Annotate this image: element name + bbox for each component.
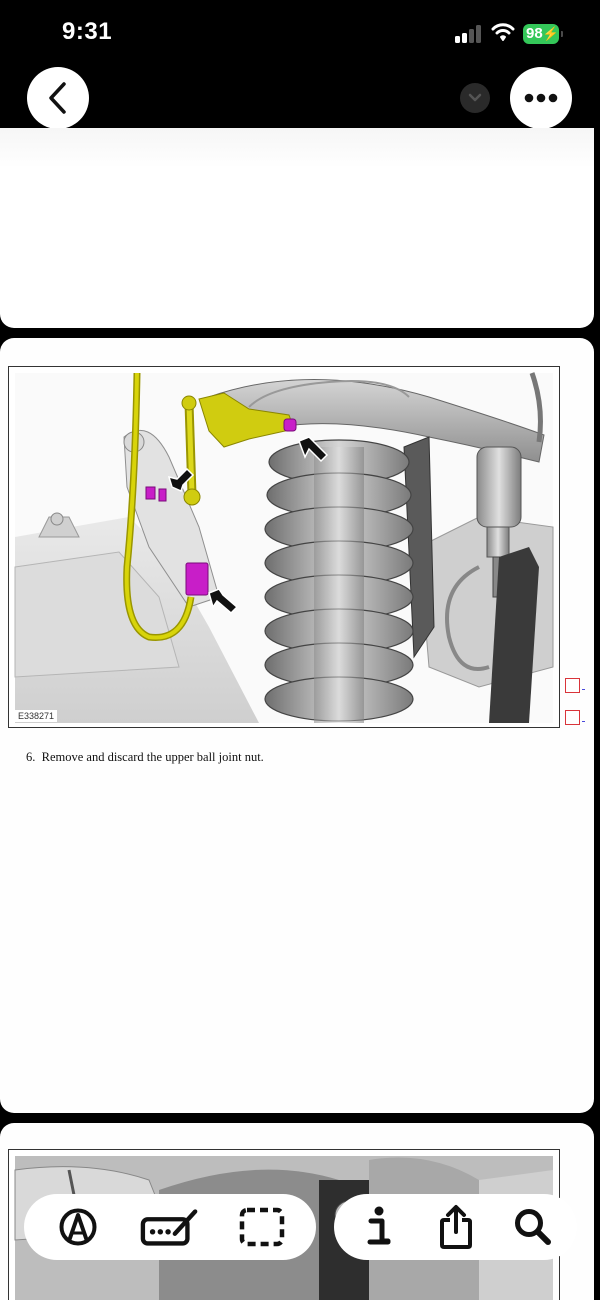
step-checkbox-2[interactable] [565, 710, 585, 725]
ellipsis-icon [524, 93, 558, 103]
select-area-button[interactable] [232, 1199, 292, 1255]
status-time: 9:31 [62, 18, 113, 45]
chevron-down-icon [468, 93, 482, 102]
markup-button[interactable] [48, 1199, 108, 1255]
suspension-illustration: E338271 [8, 366, 560, 728]
battery-percent: 98 [526, 25, 543, 42]
collapse-toolbar-button[interactable] [460, 83, 490, 113]
more-options-button[interactable] [510, 67, 572, 129]
dashed-selection-icon [239, 1207, 285, 1247]
share-button[interactable] [426, 1199, 486, 1255]
info-icon [367, 1206, 390, 1245]
cellular-signal-icon [455, 25, 483, 43]
step-number: 6. [26, 750, 36, 764]
search-button[interactable] [503, 1199, 563, 1255]
document-page-2[interactable]: E338271 6. Remove and discard the upper … [0, 338, 594, 1113]
pen-markup-icon [59, 1208, 97, 1246]
search-icon [514, 1209, 551, 1245]
step-checkbox-1[interactable] [565, 678, 585, 693]
document-page-1[interactable] [0, 128, 594, 328]
step-instruction: 6. Remove and discard the upper ball joi… [26, 750, 264, 765]
signature-icon [140, 1209, 198, 1246]
toolbar-right-group [334, 1194, 577, 1260]
step-text: Remove and discard the upper ball joint … [41, 750, 264, 764]
wifi-icon [491, 22, 515, 42]
chevron-left-icon [49, 82, 66, 114]
battery-charging-icon: 98⚡ [523, 24, 563, 44]
info-button[interactable] [349, 1199, 409, 1255]
toolbar-left-group [24, 1194, 316, 1260]
signature-button[interactable] [140, 1199, 200, 1255]
share-icon [439, 1205, 472, 1249]
status-bar: 9:31 98⚡ [0, 0, 600, 64]
figure-id-label: E338271 [15, 710, 58, 722]
back-button[interactable] [27, 67, 89, 129]
